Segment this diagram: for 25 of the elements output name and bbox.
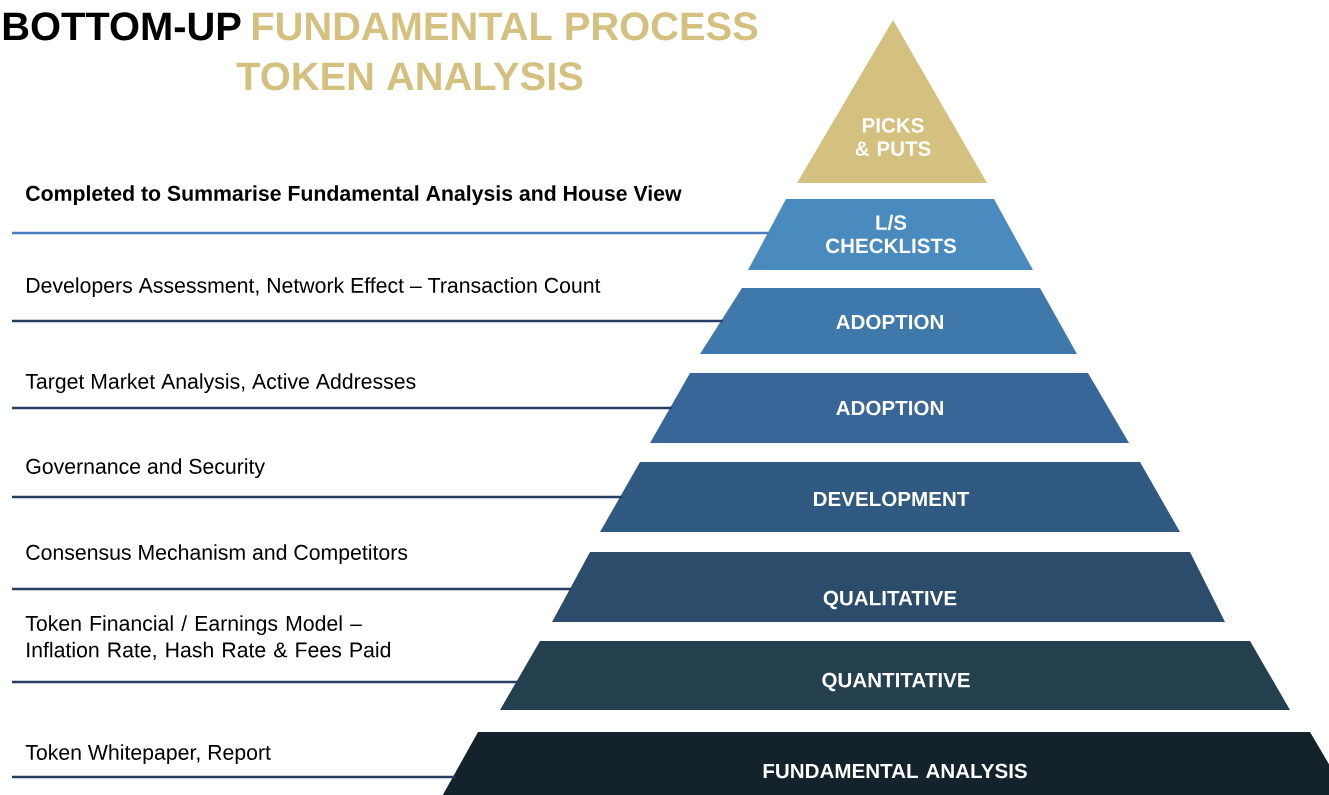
leader-line [12, 680, 518, 684]
pyramid-tier: ADOPTION [700, 288, 1077, 354]
leader-line [12, 231, 770, 235]
description-text: Token Financial / Earnings Model – Inflation Rate, Hash Rate & Fees Paid [25, 615, 391, 660]
pyramid-tier: FUNDAMENTAL ANALYSIS [440, 732, 1329, 795]
description-text: Consensus Mechanism and Competitors [26, 544, 408, 565]
pyramid-tier: DEVELOPMENT [600, 462, 1180, 532]
description-text: Completed to Summarise Fundamental Analysis and House View [26, 185, 682, 206]
pyramid-apex: PICKS & PUTS [797, 20, 987, 183]
description-text: Developers Assessment, Network Effect – Transaction Count [27, 277, 601, 298]
pyramid-tier: ADOPTION [650, 373, 1129, 443]
leader-line [12, 319, 723, 323]
heading: FUNDAMENTAL PROCESS [252, 12, 758, 41]
leader-line [12, 406, 672, 410]
pyramid-tier: L/S CHECKLISTS [748, 199, 1033, 270]
leader-line [12, 775, 455, 779]
description-text: Governance and Security [26, 458, 265, 479]
description-text: Target Market Analysis, Active Addresses [25, 373, 416, 394]
description-text: Token Whitepaper, Report [25, 744, 271, 765]
pyramid-tier: QUALITATIVE [552, 552, 1225, 622]
title: BOTTOM-UP [3, 12, 241, 41]
heading: TOKEN ANALYSIS [236, 62, 583, 91]
leader-line [12, 587, 572, 591]
leader-line [12, 495, 622, 499]
pyramid-tier: QUANTITATIVE [500, 641, 1290, 710]
